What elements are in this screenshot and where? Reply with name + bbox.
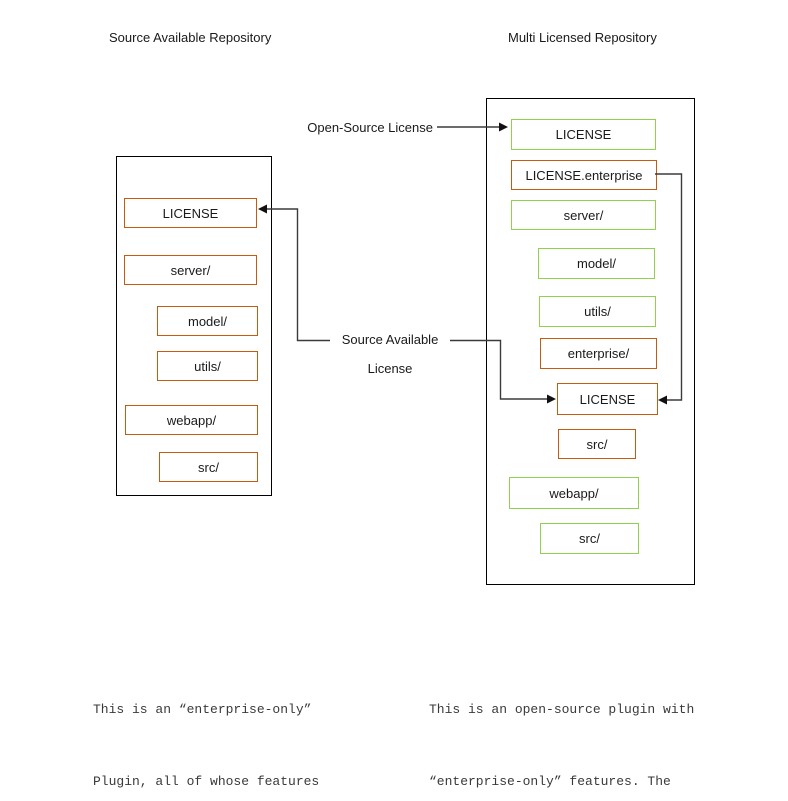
right-folder-src-enterprise: src/ (558, 429, 636, 459)
right-file-license-inner: LICENSE (557, 383, 658, 415)
connector-source-available-left (267, 208, 330, 342)
source-available-license-label-line2: License (330, 361, 450, 376)
right-repo-title: Multi Licensed Repository (508, 30, 657, 45)
caption-line: Plugin, all of whose features (93, 774, 320, 789)
left-repo-title: Source Available Repository (109, 30, 272, 45)
left-folder-license: LICENSE (124, 198, 257, 228)
source-available-license-label-line1: Source Available (330, 332, 450, 347)
right-folder-enterprise: enterprise/ (540, 338, 657, 369)
right-folder-utils: utils/ (539, 296, 656, 327)
left-folder-server: server/ (124, 255, 257, 285)
right-file-license: LICENSE (511, 119, 656, 150)
right-folder-webapp: webapp/ (509, 477, 639, 509)
left-folder-model: model/ (157, 306, 258, 336)
multi-licensed-repo-box: LICENSE LICENSE.enterprise server/ model… (486, 98, 695, 585)
left-folder-webapp: webapp/ (125, 405, 258, 435)
caption-line: This is an open-source plugin with (429, 702, 695, 717)
right-repo-caption: This is an open-source plugin with “ente… (429, 650, 694, 801)
left-repo-caption: This is an “enter­prise-only” Plugin, al… (93, 650, 366, 801)
left-folder-utils: utils/ (157, 351, 258, 381)
right-folder-server: server/ (511, 200, 656, 230)
caption-line: This is an “enter­prise-only” (93, 702, 312, 717)
right-folder-src: src/ (540, 523, 639, 554)
right-file-license-enterprise: LICENSE.enterprise (511, 160, 657, 190)
left-folder-src: src/ (159, 452, 258, 482)
open-source-license-label: Open-Source License (290, 120, 433, 135)
source-available-repo-box: LICENSE server/ model/ utils/ webapp/ sr… (116, 156, 272, 496)
caption-line: “enter­prise-only” features. The (429, 774, 671, 789)
right-folder-model: model/ (538, 248, 655, 279)
